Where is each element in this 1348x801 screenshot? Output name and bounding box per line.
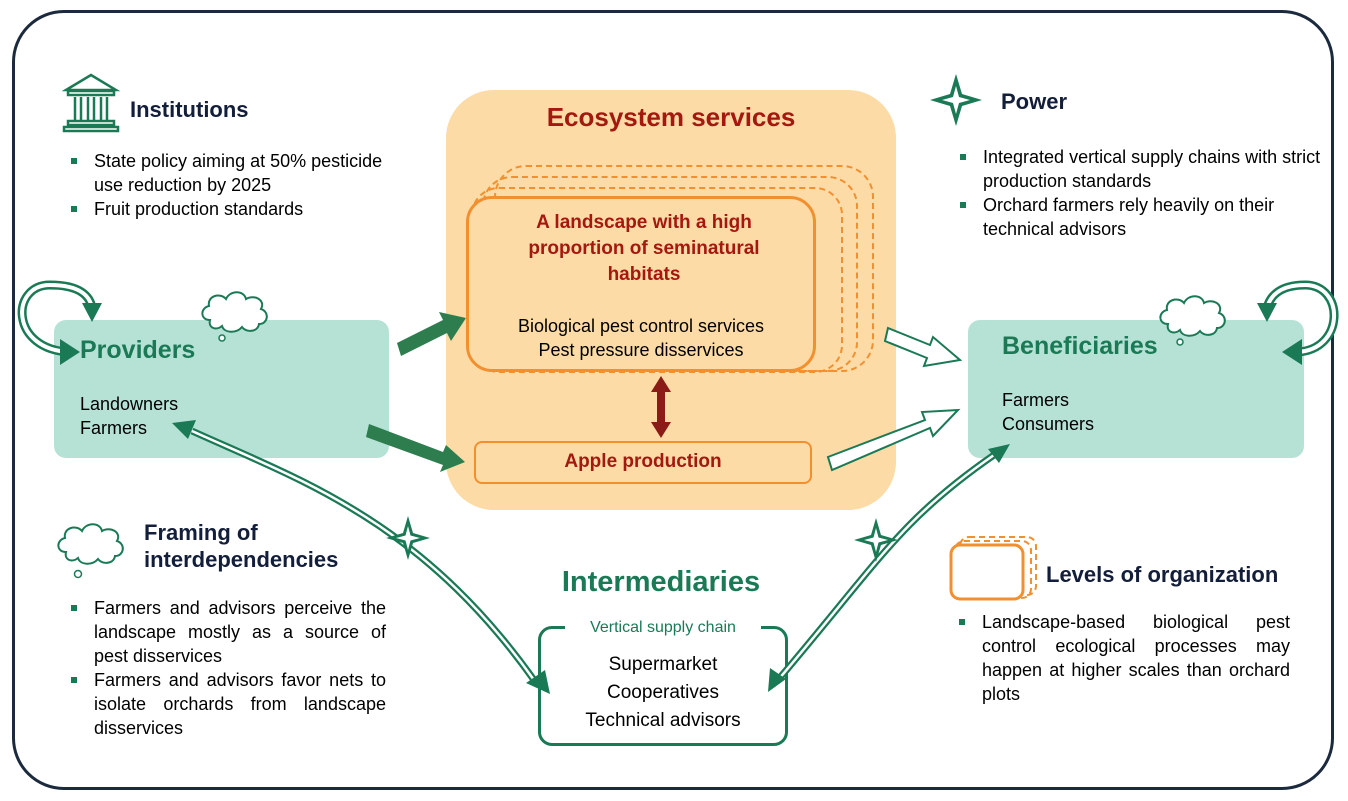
service-pest-control: Biological pest control services	[517, 316, 765, 336]
beneficiary-farmers: Farmers	[1002, 390, 1069, 410]
power-bullet-1: Integrated vertical supply chains with s…	[957, 145, 1325, 193]
landscape-box	[466, 196, 816, 372]
levels-title: Levels of organization	[1046, 562, 1279, 587]
institutions-bullet-1: State policy aiming at 50% pesticide use…	[68, 149, 398, 197]
power-title: Power	[1001, 89, 1068, 114]
provider-farmers: Farmers	[80, 418, 147, 438]
institutions-title: Institutions	[130, 97, 249, 122]
ecosystem-services-title: Ecosystem services	[546, 102, 796, 132]
diagram-frame	[12, 10, 1334, 790]
institutions-bullet-2: Fruit production standards	[68, 197, 398, 221]
levels-bullet-1: Landscape-based biological pest control …	[956, 610, 1290, 706]
beneficiary-consumers: Consumers	[1002, 414, 1095, 434]
levels-bullets: Landscape-based biological pest control …	[956, 610, 1290, 706]
service-pest-pressure: Pest pressure disservices	[538, 340, 744, 360]
intermediaries-title: Intermediaries	[561, 566, 761, 598]
apple-production-label: Apple production	[564, 451, 722, 472]
intermediary-technical-advisors: Technical advisors	[585, 710, 741, 731]
framing-bullets: Farmers and advisors perceive the landsc…	[68, 596, 386, 740]
framing-title: Framing of interdependencies	[144, 520, 339, 572]
power-bullets: Integrated vertical supply chains with s…	[957, 145, 1325, 241]
provider-landowners: Landowners	[80, 394, 179, 414]
institution-building-icon	[61, 72, 121, 134]
framing-bullet-1: Farmers and advisors perceive the landsc…	[68, 596, 386, 668]
levels-icon	[948, 534, 1040, 602]
beneficiaries-title: Beneficiaries	[1002, 332, 1158, 360]
intermediary-cooperatives: Cooperatives	[607, 682, 719, 703]
intermediary-supermarket: Supermarket	[608, 654, 718, 675]
vertical-supply-chain-label: Vertical supply chain	[565, 617, 761, 639]
providers-title: Providers	[80, 336, 196, 364]
landscape-title: A landscape with a high proportion of se…	[528, 212, 760, 285]
institutions-bullets: State policy aiming at 50% pesticide use…	[68, 149, 398, 221]
framing-bullet-2: Farmers and advisors favor nets to isola…	[68, 668, 386, 740]
beneficiaries-box	[968, 320, 1304, 458]
power-bullet-2: Orchard farmers rely heavily on their te…	[957, 193, 1325, 241]
